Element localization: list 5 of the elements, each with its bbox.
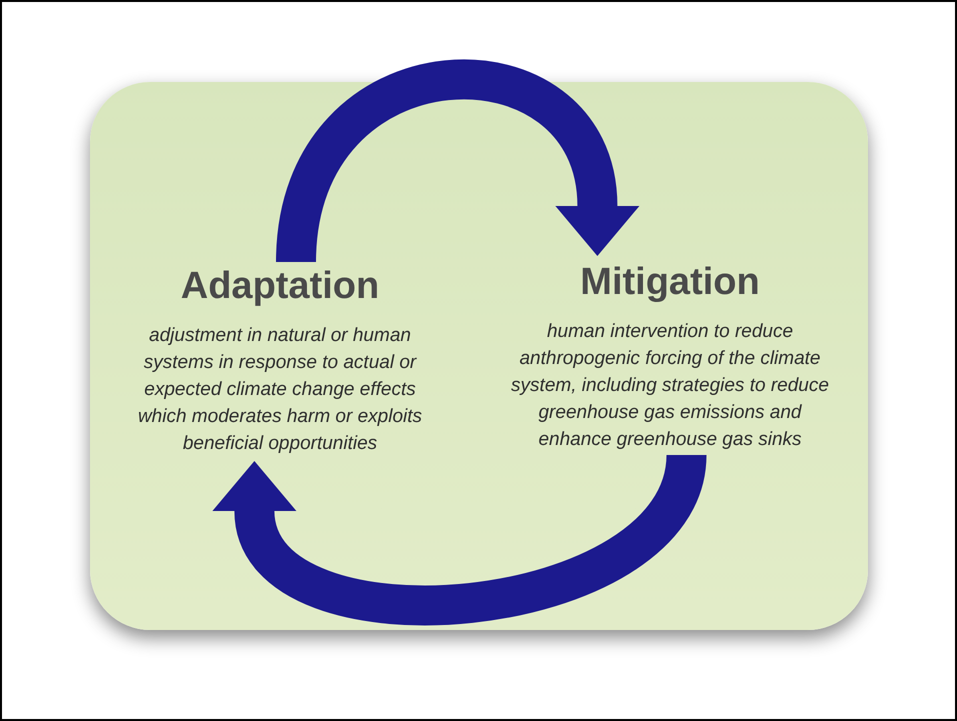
curved-arrow [276, 60, 639, 264]
definition-text: adjustment in natural or human systems in response to actual or expected climate change effects which moderates harm or exploits beneficial opportunities [136, 324, 424, 456]
heading: Adaptation [180, 264, 380, 308]
heading: Mitigation [580, 260, 760, 304]
definition-text: human intervention to reduce anthropogenic forcing of the climate system, including strategies to reduce greenhouse gas emissions and enhance greenhouse gas sinks [510, 320, 830, 452]
